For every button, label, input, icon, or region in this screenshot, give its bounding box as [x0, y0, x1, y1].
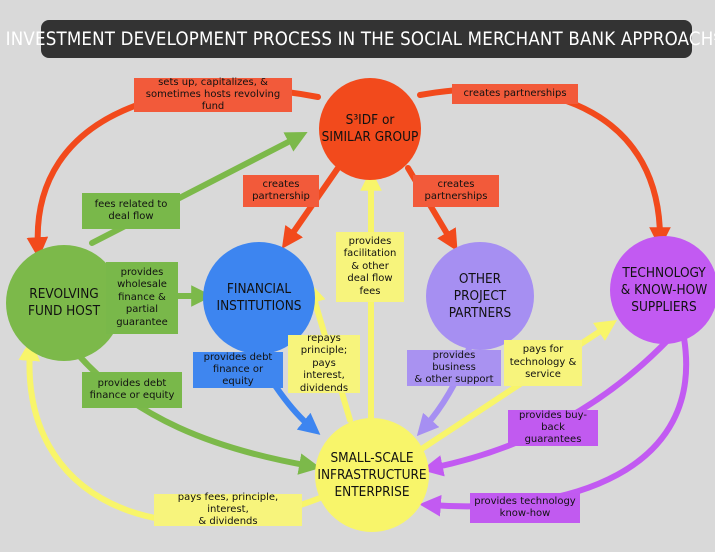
label-pays-tech-line3: service [525, 369, 561, 381]
node-partners-line2: PROJECT [453, 287, 507, 304]
node-sidf-line2: SIMILAR GROUP [321, 129, 419, 145]
node-other-project-partners: OTHER PROJECT PARTNERS [426, 242, 534, 350]
label-facilitation-line1: provides [348, 235, 392, 247]
label-creates-partnerships-right-line1: creates [437, 179, 475, 190]
label-debt-green-line2: finance or equity [89, 390, 175, 401]
node-sidf-line1: S³IDF or [345, 112, 395, 128]
node-enterprise-line2: INFRASTRUCTURE [317, 466, 427, 483]
label-creates-partnerships-top-line1: creates partnerships [463, 88, 567, 99]
label-facilitation-line2: facilitation [343, 248, 397, 260]
label-wholesale-finance: provides wholesale finance & partial gua… [106, 262, 178, 334]
label-creates-partnership-line1: creates [262, 179, 300, 190]
label-tech-knowhow-line2: know-how [499, 508, 551, 519]
label-repays-line1: repays [307, 332, 341, 344]
arrow-revolving-to-enterprise [67, 342, 321, 475]
label-repays: repays principle; pays interest, dividen… [288, 332, 360, 394]
label-sets-up-line1: sets up, capitalizes, & [158, 77, 268, 88]
label-sets-up-line2: sometimes hosts revolving fund [145, 89, 281, 112]
title-text: INVESTMENT DEVELOPMENT PROCESS IN THE SO… [5, 28, 714, 50]
node-financial-line2: INSTITUTIONS [216, 298, 302, 314]
node-revolving-line1: REVOLVING [29, 286, 99, 302]
label-repays-line4: dividends [299, 382, 349, 394]
node-tech-line1: TECHNOLOGY [622, 264, 706, 281]
arrow-sidf-to-tech [417, 85, 671, 249]
label-creates-partnerships-right-line2: partnerships [424, 191, 488, 202]
label-debt-blue-line2: finance or equity [212, 364, 264, 387]
node-technology-suppliers: TECHNOLOGY & KNOW-HOW SUPPLIERS [610, 236, 715, 344]
label-buyback-line1: provides buy- [519, 410, 587, 421]
title-bar: INVESTMENT DEVELOPMENT PROCESS IN THE SO… [6, 20, 715, 58]
label-fees-deal-flow-line2: deal flow [108, 211, 154, 222]
node-revolving-line2: FUND HOST [28, 303, 100, 319]
node-financial-line1: FINANCIAL [226, 281, 292, 297]
node-sidf: S³IDF or SIMILAR GROUP [319, 78, 421, 180]
label-business-support-line1: provides business [432, 350, 476, 373]
label-fees-principle-line1: pays fees, principle, interest, [177, 492, 279, 515]
label-tech-knowhow-line1: provides technology [474, 496, 576, 507]
label-facilitation-line5: fees [359, 285, 381, 297]
label-sets-up: sets up, capitalizes, &sometimes hosts r… [134, 77, 292, 112]
label-business-support-line2: & other support [414, 374, 494, 385]
label-debt-green-line1: provides debt [97, 378, 167, 389]
label-pays-technology: pays for technology & service [504, 340, 582, 386]
label-creates-partnerships-top: creates partnerships [452, 84, 578, 104]
label-facilitation-line4: deal flow [347, 273, 393, 285]
label-repays-line2: principle; [300, 345, 348, 357]
node-enterprise-line3: ENTERPRISE [334, 483, 410, 500]
node-partners-line3: PARTNERS [448, 304, 512, 321]
label-fees-deal-flow-line1: fees related to [94, 199, 168, 210]
label-creates-partnership-line2: partnership [252, 191, 310, 202]
node-partners-line1: OTHER [458, 270, 502, 287]
label-wholesale-line1: provides [120, 266, 164, 278]
label-buyback-line2: back guarantees [524, 422, 582, 445]
label-pays-fees-principle: pays fees, principle, interest,& dividen… [154, 492, 302, 527]
label-wholesale-line3: finance & [118, 291, 166, 303]
label-wholesale-line5: guarantee [116, 316, 168, 328]
node-tech-line2: & KNOW-HOW [620, 281, 708, 298]
label-pays-tech-line2: technology & [509, 356, 577, 368]
node-small-scale-enterprise: SMALL-SCALE INFRASTRUCTURE ENTERPRISE [315, 418, 429, 532]
node-enterprise-line1: SMALL-SCALE [330, 449, 414, 466]
service-mark: SM [713, 32, 715, 43]
label-wholesale-line4: partial [125, 304, 159, 316]
node-revolving-fund-host: REVOLVING FUND HOST [6, 245, 122, 361]
label-facilitation: provides facilitation & other deal flow … [336, 232, 404, 302]
label-fees-principle-line2: & dividends [198, 516, 258, 527]
label-pays-tech-line1: pays for [522, 344, 564, 356]
node-tech-line3: SUPPLIERS [631, 298, 697, 315]
label-business-support: provides business& other support [407, 350, 501, 386]
label-repays-line3: pays interest, [303, 357, 345, 382]
label-buyback-guarantees: provides buy-back guarantees [508, 410, 598, 446]
label-debt-blue-line1: provides debt [203, 352, 273, 363]
label-wholesale-line2: wholesale [117, 279, 167, 291]
label-facilitation-line3: & other [351, 260, 389, 272]
